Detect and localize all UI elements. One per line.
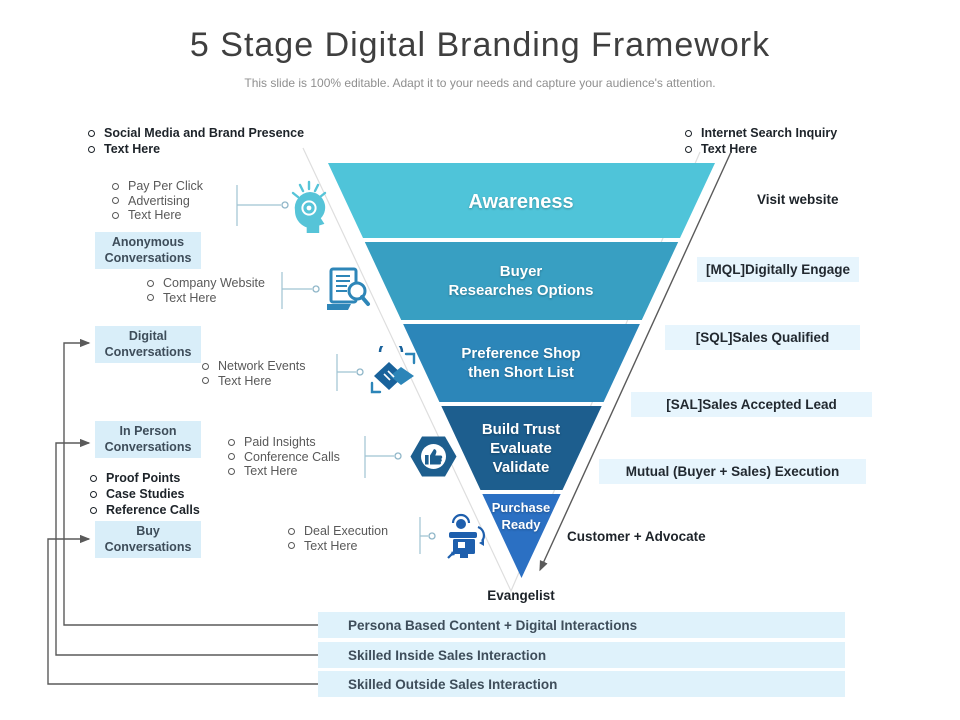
page-title: 5 Stage Digital Branding Framework — [189, 26, 771, 64]
bullet-text: Network Events — [218, 359, 306, 373]
bullet-item: Social Media and Brand Presence — [88, 125, 304, 141]
funnel-stage-3-label: Preference Shop then Short List — [461, 345, 581, 381]
circle-bullet-icon — [112, 211, 119, 219]
bullet-item: Text Here — [112, 208, 203, 223]
bullet-text: Paid Insights — [244, 435, 316, 449]
bullet-text: Text Here — [304, 538, 358, 553]
circle-bullet-icon — [685, 129, 692, 137]
bullet-item: Text Here — [685, 141, 837, 157]
bar-skilled-inside-sales: Skilled Inside Sales Interaction — [318, 642, 845, 668]
bullet-text: Text Here — [244, 464, 298, 478]
circle-bullet-icon — [228, 453, 235, 461]
circle-bullet-icon — [88, 129, 95, 137]
bullet-text: Deal Execution — [304, 524, 389, 538]
social-media-list: Social Media and Brand Presence Text Her… — [88, 125, 304, 157]
circle-bullet-icon — [90, 474, 97, 482]
bullet-item: Text Here — [288, 539, 388, 554]
mql-box: [MQL]Digitally Engage — [697, 257, 859, 282]
customer-advocate-label: Customer + Advocate — [567, 529, 706, 544]
bullet-text: Text Here — [104, 142, 161, 156]
funnel-stage-1-label: Awareness — [468, 191, 574, 213]
circle-bullet-icon — [112, 197, 119, 205]
circle-bullet-icon — [88, 145, 95, 153]
circle-bullet-icon — [228, 438, 235, 446]
bullet-item: Pay Per Click — [112, 179, 203, 194]
mutual-execution-box: Mutual (Buyer + Sales) Execution — [599, 459, 866, 484]
network-events-list: Network Events Text Here — [202, 359, 306, 388]
bullet-item: Text Here — [88, 141, 304, 157]
circle-bullet-icon — [202, 377, 209, 385]
circle-bullet-icon — [288, 527, 295, 535]
circle-bullet-icon — [288, 542, 295, 550]
bar-skilled-outside-sales: Skilled Outside Sales Interaction — [318, 671, 845, 697]
bullet-text: Social Media and Brand Presence — [104, 126, 305, 140]
bullet-item: Text Here — [228, 464, 340, 479]
bullet-text: Text Here — [701, 142, 758, 156]
bullet-item: Network Events — [202, 359, 306, 374]
bullet-text: Pay Per Click — [128, 179, 204, 193]
bullet-item: Case Studies — [90, 486, 200, 502]
visit-website-label: Visit website — [757, 192, 839, 207]
internet-search-list: Internet Search Inquiry Text Here — [685, 125, 837, 157]
bullet-text: Internet Search Inquiry — [701, 126, 838, 140]
idea-head-icon — [279, 174, 337, 238]
bullet-item: Proof Points — [90, 470, 200, 486]
deal-execution-list: Deal Execution Text Here — [288, 524, 388, 553]
bullet-item: Reference Calls — [90, 502, 200, 518]
thumbs-up-badge-icon — [410, 433, 457, 480]
funnel-stage-2-label: Buyer Researches Options — [448, 263, 594, 299]
bullet-text: Advertising — [128, 193, 190, 208]
sql-box: [SQL]Sales Qualified — [665, 325, 860, 350]
circle-bullet-icon — [228, 467, 235, 475]
anonymous-conversations-box: Anonymous Conversations — [95, 232, 201, 269]
bullet-text: Text Here — [163, 290, 217, 305]
bullet-item: Paid Insights — [228, 435, 340, 450]
bullet-item: Text Here — [147, 291, 265, 306]
proof-points-list: Proof Points Case Studies Reference Call… — [90, 470, 200, 518]
bullet-text: Text Here — [128, 208, 182, 222]
bullet-item: Company Website — [147, 276, 265, 291]
bullet-text: Conference Calls — [244, 449, 340, 464]
bullet-text: Reference Calls — [106, 503, 200, 517]
bullet-text: Proof Points — [106, 471, 181, 485]
sal-box: [SAL]Sales Accepted Lead — [631, 392, 872, 417]
buy-conversations-box: Buy Conversations — [95, 521, 201, 558]
circle-bullet-icon — [90, 490, 97, 498]
circle-bullet-icon — [112, 182, 119, 190]
bullet-item: Internet Search Inquiry — [685, 125, 837, 141]
bullet-text: Company Website — [163, 276, 265, 290]
company-website-list: Company Website Text Here — [147, 276, 265, 305]
page-subtitle: This slide is 100% editable. Adapt it to… — [244, 76, 716, 90]
customer-support-icon — [440, 511, 492, 565]
bar-persona-based-content: Persona Based Content + Digital Interact… — [318, 612, 845, 638]
bullet-text: Case Studies — [106, 487, 185, 501]
bullet-item: Deal Execution — [288, 524, 388, 539]
bullet-item: Text Here — [202, 374, 306, 389]
circle-bullet-icon — [90, 506, 97, 514]
in-person-conversations-box: In Person Conversations — [95, 421, 201, 458]
document-search-icon — [322, 264, 372, 316]
handshake-icon — [366, 346, 420, 400]
paid-insights-list: Paid Insights Conference Calls Text Here — [228, 435, 340, 479]
circle-bullet-icon — [147, 279, 154, 287]
pay-per-click-list: Pay Per Click Advertising Text Here — [112, 179, 203, 223]
bullet-text: Text Here — [218, 373, 272, 388]
evangelist-label: Evangelist — [487, 588, 555, 603]
digital-conversations-box: Digital Conversations — [95, 326, 201, 363]
circle-bullet-icon — [147, 294, 154, 302]
arrow-outside-to-buy — [47, 534, 318, 685]
circle-bullet-icon — [202, 362, 209, 370]
circle-bullet-icon — [685, 145, 692, 153]
bullet-item: Conference Calls — [228, 450, 340, 465]
bullet-item: Advertising — [112, 194, 203, 209]
